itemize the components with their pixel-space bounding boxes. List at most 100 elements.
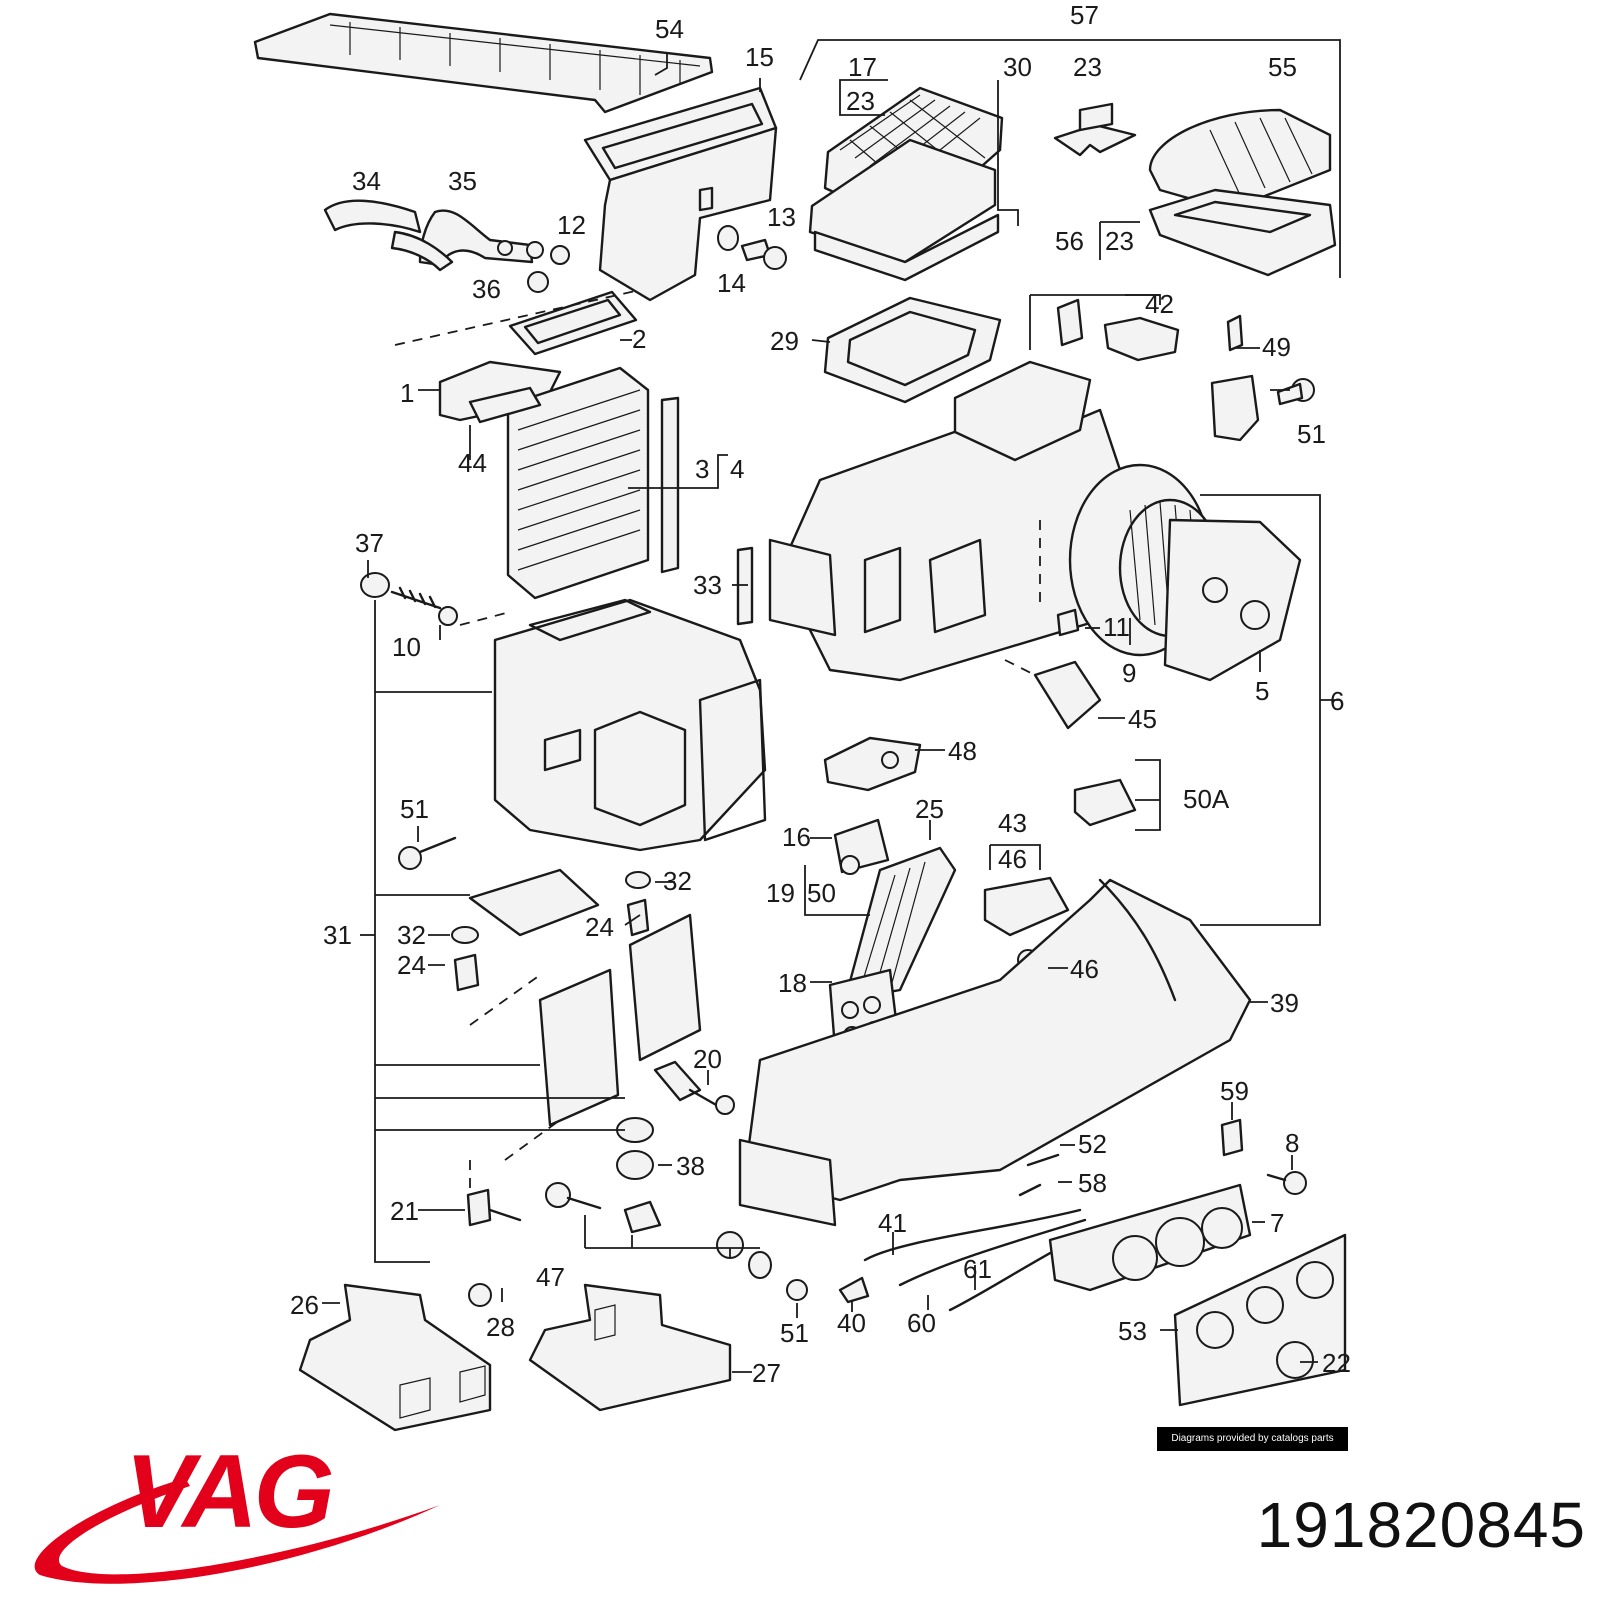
callout: 51 xyxy=(1297,419,1326,449)
diagram-credit-label: Diagrams provided by catalogs parts xyxy=(1157,1427,1348,1451)
vag-logo: VAG xyxy=(34,1434,441,1584)
callout: 27 xyxy=(752,1358,781,1388)
callout: 32 xyxy=(663,866,692,896)
part-37-10-bolt xyxy=(360,572,458,626)
callout: 46 xyxy=(1070,954,1099,984)
callout: 10 xyxy=(392,632,421,662)
callout: 33 xyxy=(693,570,722,600)
callout: 7 xyxy=(1270,1208,1284,1238)
callout: 47 xyxy=(536,1262,565,1292)
callout: 23 xyxy=(846,86,875,116)
part-filter-mats xyxy=(451,868,702,1127)
part-56-tray xyxy=(1148,188,1337,277)
callout: 24 xyxy=(585,912,614,942)
callout: 48 xyxy=(948,736,977,766)
callout: 30 xyxy=(1003,52,1032,82)
callout: 3 xyxy=(695,454,709,484)
callout: 55 xyxy=(1268,52,1297,82)
part-number: 191820845 xyxy=(1256,1489,1586,1561)
callout: 54 xyxy=(655,14,684,44)
logo-swoosh xyxy=(34,1478,441,1584)
callout: 25 xyxy=(915,794,944,824)
callout: 23 xyxy=(1105,226,1134,256)
part-59-8-clips xyxy=(1220,1118,1307,1195)
callout: 31 xyxy=(323,920,352,950)
part-26-27-outlets xyxy=(298,1283,732,1432)
callout: 1 xyxy=(400,378,414,408)
callout: 34 xyxy=(352,166,381,196)
callout: 41 xyxy=(878,1208,907,1238)
callout: 9 xyxy=(1122,658,1136,688)
part-42-49-51-small xyxy=(1056,298,1315,442)
part-20-38-21-small xyxy=(466,1060,735,1227)
callout: 38 xyxy=(676,1151,705,1181)
part-31-housing xyxy=(493,598,767,852)
part-44-heater-core xyxy=(468,366,754,626)
callout: 51 xyxy=(400,794,429,824)
callout: 6 xyxy=(1330,686,1344,716)
callout: 28 xyxy=(486,1312,515,1342)
callout: 18 xyxy=(778,968,807,998)
callout: 50A xyxy=(1183,784,1230,814)
part-15-12-duct xyxy=(583,86,778,302)
callout: 46 xyxy=(998,844,1027,874)
part-54-cover xyxy=(253,12,714,114)
logo-wordmark: VAG xyxy=(125,1434,332,1550)
callout: 50 xyxy=(807,878,836,908)
callout: 35 xyxy=(448,166,477,196)
callout: 22 xyxy=(1322,1348,1351,1378)
callout: 58 xyxy=(1078,1168,1107,1198)
callout: 51 xyxy=(780,1318,809,1348)
callout: 39 xyxy=(1270,988,1299,1018)
callout: 23 xyxy=(1073,52,1102,82)
part-34-35-hoses xyxy=(323,199,570,293)
callout: 60 xyxy=(907,1308,936,1338)
part-6-blower-housing xyxy=(768,360,1132,682)
callout: 32 xyxy=(397,920,426,950)
callout: 11 xyxy=(1103,612,1130,642)
part-7-control-unit xyxy=(1048,1183,1252,1292)
callout: 4 xyxy=(730,454,744,484)
callout: 53 xyxy=(1118,1316,1147,1346)
callout: 36 xyxy=(472,274,501,304)
callout: 21 xyxy=(390,1196,419,1226)
callout: 43 xyxy=(998,808,1027,838)
callout: 57 xyxy=(1070,0,1099,30)
callout: 44 xyxy=(458,448,487,478)
callout: 2 xyxy=(632,324,646,354)
part-23-55-cover xyxy=(1053,102,1332,212)
callout: 20 xyxy=(693,1044,722,1074)
callout: 13 xyxy=(767,202,796,232)
callout: 59 xyxy=(1220,1076,1249,1106)
part-47-screws xyxy=(545,1182,772,1279)
callout: 8 xyxy=(1285,1128,1299,1158)
callout: 16 xyxy=(782,822,811,852)
callout: 52 xyxy=(1078,1129,1107,1159)
callout: 45 xyxy=(1128,704,1157,734)
callout: 24 xyxy=(397,950,426,980)
callout: 14 xyxy=(717,268,746,298)
callout: 15 xyxy=(745,42,774,72)
part-51-screw-left xyxy=(398,836,457,870)
callout: 40 xyxy=(837,1308,866,1338)
part-17-30-filter xyxy=(808,86,1004,282)
callout: 12 xyxy=(557,210,586,240)
part-39-lower-housing xyxy=(738,878,1252,1227)
part-53-22-faceplate xyxy=(1173,1233,1347,1407)
callout: 37 xyxy=(355,528,384,558)
part-13-14-screw xyxy=(717,225,787,270)
callout: 17 xyxy=(848,52,877,82)
callout: 61 xyxy=(963,1254,992,1284)
part-drawings xyxy=(253,12,1347,1432)
callout: 49 xyxy=(1262,332,1291,362)
callout: 5 xyxy=(1255,676,1269,706)
leader-lines xyxy=(322,39,1341,1373)
part-48-50a-small xyxy=(823,736,1137,827)
part-29-frame xyxy=(823,296,1002,404)
callout: 56 xyxy=(1055,226,1084,256)
callout: 29 xyxy=(770,326,799,356)
callout: 19 xyxy=(766,878,795,908)
part-11-45-small xyxy=(1033,608,1102,730)
callout: 42 xyxy=(1145,289,1174,319)
